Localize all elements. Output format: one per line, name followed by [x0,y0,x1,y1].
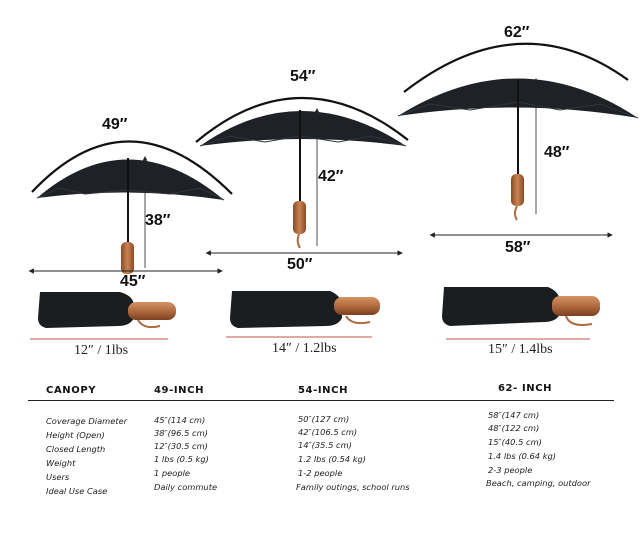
cell-62-weight: 1.4 lbs (0.64 kg) [488,451,557,461]
canopy-arc-line [403,42,629,93]
closed-spec-49: 12″ / 1lbs [74,343,129,358]
closed-spec-54: 14″ / 1.2lbs [272,341,337,356]
cell-49-closed: 12″(30.5 cm) [154,441,208,451]
span-label-54: 50″ [287,256,313,273]
umbrella-62-closed [442,287,600,340]
wood-handle [121,242,134,274]
cell-54-height: 42″(106.5 cm) [298,427,358,437]
cell-62-users: 2-3 people [488,465,533,475]
table-header-54: 54-INCH [298,385,349,396]
canopy-arc-label-62: 62″ [504,24,530,41]
cell-54-closed: 14″(35.5 cm) [298,440,352,450]
row-label-users: Users [46,472,70,482]
wood-handle [511,174,524,206]
row-label-coverage: Coverage Diameter [46,416,128,426]
table-header-canopy: CANOPY [46,385,97,396]
umbrella-49-closed [30,292,176,340]
cell-54-weight: 1.2 lbs (0.54 kg) [298,454,367,464]
table-header-49: 49-INCH [154,385,205,396]
cell-54-coverage: 50″(127 cm) [298,414,350,424]
umbrella-49-open [28,140,233,274]
table-divider [28,400,614,401]
umbrella-54-open [195,96,409,256]
cell-49-height: 38″(96.5 cm) [154,428,208,438]
closed-spec-62: 15″ / 1.4lbs [488,342,553,357]
cell-62-height: 48″(122 cm) [488,423,540,433]
cell-54-use-case: Family outings, school runs [296,482,410,492]
span-label-49: 45″ [120,273,146,290]
cell-62-closed: 15″(40.5 cm) [488,437,542,447]
row-label-closed: Closed Length [46,444,106,454]
umbrella-54-closed [226,291,380,338]
height-label-62: 48″ [544,144,570,161]
canopy-arc-label-49: 49″ [102,116,128,133]
row-label-weight: Weight [46,458,76,468]
height-label-49: 38″ [145,212,171,229]
cell-49-weight: 1 lbs (0.5 kg) [154,454,209,464]
umbrella-62-open [397,42,639,238]
span-label-62: 58″ [505,239,531,256]
canopy-arc-label-54: 54″ [290,68,316,85]
canopy [200,111,406,146]
table-header-62: 62- INCH [498,383,553,394]
cell-49-use-case: Daily commute [154,482,218,492]
row-label-height: Height (Open) [46,430,105,440]
height-label-54: 42″ [318,168,344,185]
canopy-arc-line [195,96,409,143]
cell-62-use-case: Beach, camping, outdoor [486,478,591,488]
cell-54-users: 1-2 people [298,468,343,478]
wood-handle [293,201,306,234]
cell-49-users: 1 people [154,468,191,478]
canopy [37,159,224,200]
cell-62-coverage: 58″(147 cm) [488,410,540,420]
canopy-arc-line [31,140,233,195]
row-label-use-case: Ideal Use Case [46,486,108,496]
cell-49-coverage: 45″(114 cm) [154,415,206,425]
